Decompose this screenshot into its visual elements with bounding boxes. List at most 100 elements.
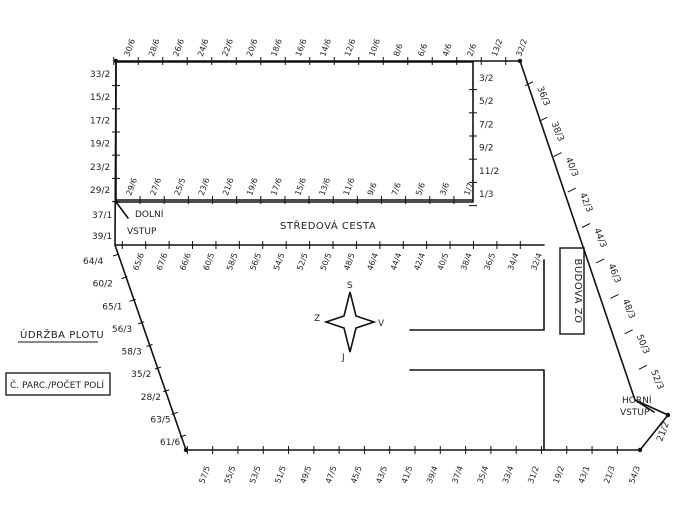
boundary-tick	[129, 298, 136, 302]
inner-right-plot-label: 11/2	[479, 167, 499, 177]
legend-label: Č. PARC./POČET POLÍ	[10, 379, 104, 391]
upper-entrance-line	[634, 399, 655, 413]
top-plot-label: 18/6	[269, 38, 284, 58]
road-plot-label: 42/4	[412, 252, 427, 272]
bottom-plot-label: 37/4	[450, 465, 465, 485]
left-lower-plot-label: 61/6	[160, 438, 180, 448]
bottom-plot-label: 47/5	[324, 465, 339, 485]
left-upper-plot-label: 15/2	[90, 93, 110, 103]
road-plot-label: 66/6	[178, 252, 193, 272]
compass-s: S	[347, 281, 353, 291]
boundary-tick	[539, 116, 548, 122]
lower-entrance-label-1: DOLNÍ	[135, 208, 164, 220]
boundary-tick	[121, 276, 128, 280]
left-lower-plot-label: 56/3	[112, 325, 132, 335]
building-zo	[559, 247, 585, 335]
lower-entrance-line	[115, 201, 129, 219]
inner-plot-label: 1/7	[462, 182, 475, 197]
path-right-upper	[409, 259, 545, 331]
bottom-plot-label: 57/5	[197, 465, 212, 485]
bottom-plot-label: 19/2	[552, 465, 567, 485]
boundary-tick	[553, 152, 562, 158]
inner-plot-label: 11/6	[342, 177, 357, 197]
road-plot-label: 50/5	[319, 252, 334, 272]
left-lower-plot-label: 65/1	[102, 302, 122, 312]
right-diag-plot-label: 44/3	[591, 227, 608, 249]
building-zo-label: BUDOVA ZO	[572, 258, 583, 323]
top-plot-label: 4/6	[441, 43, 454, 58]
bottom-plot-label: 35/4	[476, 465, 491, 485]
road-plot-label: 58/5	[225, 252, 240, 272]
boundary-tick	[112, 253, 120, 257]
road-plot-label: 60/5	[202, 252, 217, 272]
boundary-tick	[567, 187, 577, 193]
left-lower-plot-label: 64/4	[83, 257, 103, 267]
road-plot-label: 34/4	[506, 252, 521, 272]
right-diag-plot-label: 48/3	[620, 298, 637, 320]
boundary-tick	[137, 321, 145, 325]
top-plot-label: 8/6	[392, 43, 405, 58]
right-diag-plot-label: 46/3	[605, 262, 622, 284]
right-diag-plot-label: 52/3	[648, 369, 665, 391]
road-plot-label: 38/4	[459, 252, 474, 272]
left-lower-plot-label: 58/3	[122, 348, 142, 358]
top-plot-label: 6/6	[416, 43, 429, 58]
right-diag-plot-label: 36/3	[534, 85, 551, 107]
road-plot-label: 36/5	[483, 252, 498, 272]
left-lower-plot-label: 28/2	[141, 393, 161, 403]
upper-entrance-label-2: VSTUP	[620, 408, 650, 418]
bottom-plot-label: 41/5	[400, 465, 415, 485]
bottom-plot-label: 21/3	[602, 465, 617, 485]
inner-right-plot-label: 5/2	[479, 97, 493, 107]
left-upper-plot-label: 29/2	[90, 186, 110, 196]
boundary-tick	[163, 389, 170, 393]
inner-plot-label: 19/6	[245, 177, 260, 197]
bottom-plot-label: 55/5	[223, 465, 238, 485]
bottom-plot-label: 39/4	[425, 465, 440, 485]
inner-right-plot-label: 1/3	[479, 190, 493, 200]
boundary-tick	[524, 81, 534, 87]
inner-plot-label: 3/6	[438, 182, 451, 197]
inner-plot-label: 9/6	[366, 182, 379, 197]
road-plot-label: 56/5	[248, 252, 263, 272]
label-37-1: 37/1	[92, 211, 112, 221]
compass-v: V	[378, 319, 385, 329]
inner-plot-label: 13/6	[318, 177, 333, 197]
inner-right-plot-label: 3/2	[479, 74, 493, 84]
top-plot-label: 30/6	[122, 38, 137, 58]
left-lower-plot-label: 60/2	[93, 280, 113, 290]
left-lower-plot-label: 63/5	[150, 415, 170, 425]
boundary-tick	[146, 344, 153, 347]
inner-plot-label: 25/5	[173, 177, 188, 197]
boundary-tick	[624, 329, 633, 335]
legend-box	[5, 372, 111, 396]
outer-boundary	[114, 60, 669, 451]
compass-rose: S Z V J	[314, 281, 385, 363]
inner-right-plot-label: 7/2	[479, 120, 493, 130]
boundary-tick	[179, 434, 187, 438]
top-plot-label: 14/6	[318, 38, 333, 58]
lower-entrance-label-2: VSTUP	[127, 227, 157, 237]
inner-plot-label: 27/6	[149, 177, 164, 197]
road-plot-label: 32/4	[529, 252, 544, 272]
compass-j: J	[341, 353, 345, 363]
bottom-plot-label: 45/5	[349, 465, 364, 485]
road-plot-label: 48/5	[342, 252, 357, 272]
boundary-tick	[154, 366, 162, 370]
right-diag-plot-label: 50/3	[634, 333, 651, 355]
corner-dot	[183, 447, 189, 453]
top-plot-label: 20/6	[245, 38, 260, 58]
path-right-lower	[409, 369, 545, 451]
boundary-tick	[171, 411, 178, 415]
bottom-plot-label: 49/5	[299, 465, 314, 485]
bottom-plot-label: 33/4	[501, 465, 516, 485]
inner-plot-label: 7/6	[390, 182, 403, 197]
road-plot-label: 46/4	[366, 252, 381, 272]
top-plot-label: 12/6	[343, 38, 358, 58]
top-plot-label: 10/6	[367, 38, 382, 58]
inner-right-plot-label: 9/2	[479, 144, 493, 154]
corner-dot	[113, 58, 119, 64]
inner-plot-label: 23/6	[197, 177, 212, 197]
top-block-inner	[115, 61, 474, 203]
